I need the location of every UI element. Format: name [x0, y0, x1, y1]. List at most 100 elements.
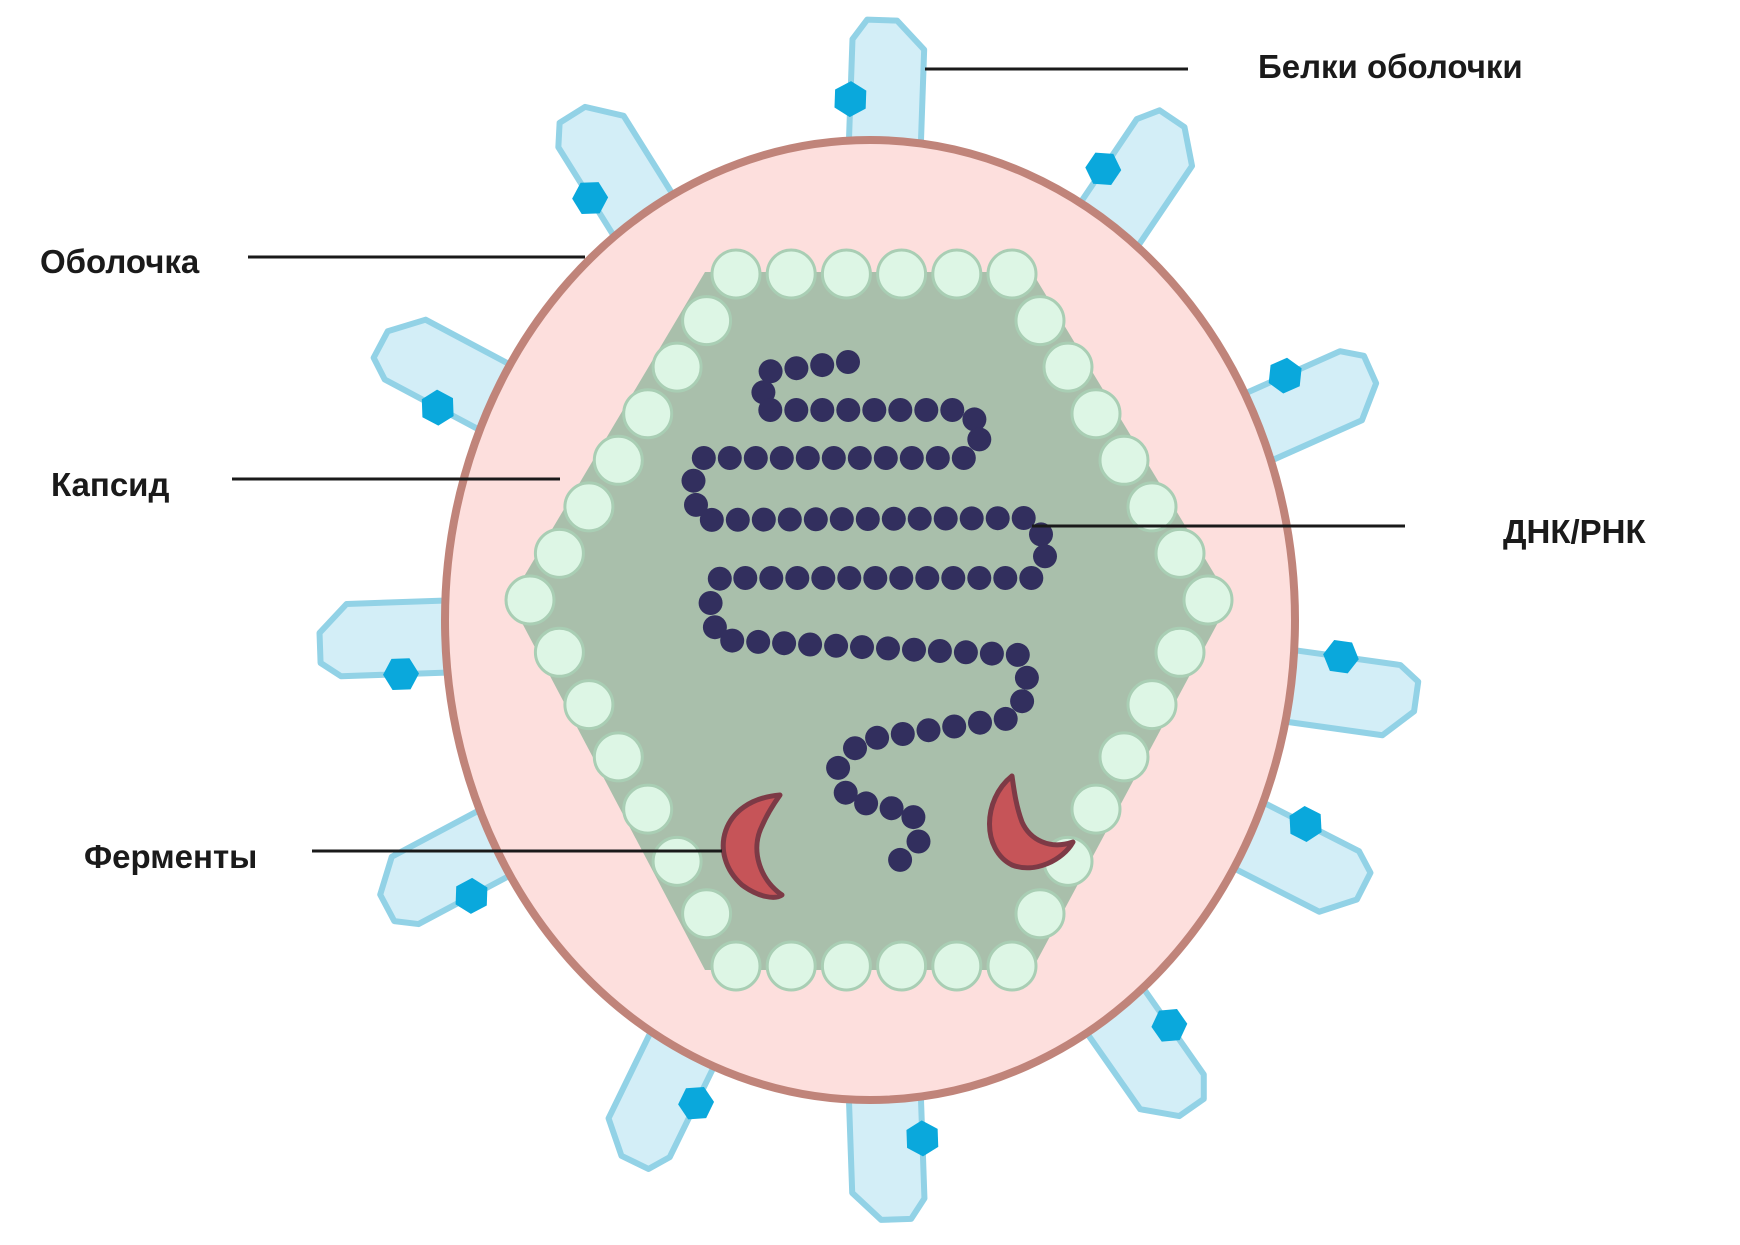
hexagon-icon — [1289, 805, 1322, 842]
capsomer-icon — [876, 248, 928, 300]
capsomer-icon — [1126, 679, 1178, 731]
nucleic-acid-strand — [681, 350, 1057, 872]
nucleic-acid-bead-icon — [798, 632, 823, 657]
nucleic-acid-bead-icon — [959, 506, 984, 531]
nucleic-acid-bead-icon — [811, 566, 836, 590]
nucleic-acid-bead-icon — [993, 706, 1018, 731]
capsomer-icon — [1098, 731, 1150, 783]
nucleic-acid-bead-icon — [906, 829, 931, 854]
nucleic-acid-bead-icon — [901, 805, 926, 830]
nucleic-acid-bead-icon — [1033, 544, 1057, 569]
nucleic-acid-bead-icon — [879, 796, 904, 821]
nucleic-acid-bead-icon — [769, 446, 794, 470]
nucleic-acid-bead-icon — [795, 446, 820, 470]
nucleic-acid-bead-icon — [915, 566, 940, 590]
nucleic-acid-bead-icon — [803, 507, 828, 532]
capsomer-icon — [533, 527, 585, 579]
nucleic-acid-bead-icon — [725, 507, 750, 532]
nucleic-acid-bead-icon — [881, 506, 906, 531]
enzyme-crescent-icon — [720, 792, 785, 900]
hexagon-icon — [455, 877, 488, 914]
nucleic-acid-bead-icon — [854, 791, 879, 816]
nucleic-acid-bead-icon — [902, 637, 926, 662]
nucleic-acid-bead-icon — [962, 407, 987, 432]
nucleic-acid-bead-icon — [940, 398, 965, 422]
enzymes-group — [720, 773, 1076, 900]
nucleic-acid-bead-icon — [1005, 642, 1030, 667]
nucleic-acid-bead-icon — [717, 446, 742, 470]
nucleic-acid-bead-icon — [746, 629, 771, 654]
capsomer-icon — [504, 574, 556, 626]
nucleic-acid-bead-icon — [907, 506, 932, 531]
hexagon-icon — [678, 1086, 715, 1120]
nucleic-acid-bead-icon — [843, 736, 867, 761]
nucleic-acid-bead-icon — [821, 446, 846, 470]
nucleic-acid-bead-icon — [899, 446, 924, 470]
nucleic-acid-bead-icon — [810, 353, 835, 378]
nucleic-acid-bead-icon — [1019, 566, 1044, 590]
capsomer-icon — [563, 679, 615, 731]
capsomer-icon — [931, 248, 983, 300]
capsomer-icon — [1098, 434, 1150, 486]
hexagon-icon — [1323, 639, 1359, 674]
enzyme-crescent-icon — [987, 773, 1076, 871]
nucleic-acid-bead-icon — [824, 633, 849, 658]
nucleic-acid-bead-icon — [985, 506, 1010, 531]
label-capsid: Капсид — [51, 466, 170, 503]
capsomer-icon — [1126, 481, 1178, 533]
capsomer-icon — [986, 940, 1038, 992]
capsid-shell — [510, 272, 1230, 970]
capsomer-icon — [1014, 295, 1066, 347]
hexagon-icon — [1085, 152, 1122, 185]
nucleic-acid-bead-icon — [888, 398, 913, 422]
nucleic-acid-bead-icon — [968, 710, 992, 735]
nucleic-acid-bead-icon — [758, 398, 783, 422]
nucleic-acid-bead-icon — [925, 446, 950, 470]
nucleic-acid-bead-icon — [942, 714, 967, 739]
nucleic-acid-bead-icon — [784, 356, 809, 381]
label-envelope: Оболочка — [40, 243, 200, 280]
nucleic-acid-bead-icon — [863, 566, 888, 590]
capsomer-icon — [1182, 574, 1234, 626]
nucleic-acid-bead-icon — [1029, 522, 1053, 547]
capsomer-icon — [1014, 888, 1066, 940]
nucleic-acid-bead-icon — [865, 725, 890, 750]
capsomer-icon — [931, 940, 983, 992]
nucleic-acid-bead-icon — [784, 398, 809, 422]
capsomer-icon — [765, 248, 817, 300]
hexagon-icon — [383, 658, 419, 691]
label-enzymes: Ферменты — [84, 838, 258, 875]
capsomer-icon — [651, 835, 703, 887]
capsomer-icon — [710, 248, 762, 300]
nucleic-acid-bead-icon — [777, 507, 802, 532]
capsomer-icon — [651, 341, 703, 393]
capsomer-icon — [681, 295, 733, 347]
label-envelope-proteins: Белки оболочки — [1258, 48, 1523, 85]
nucleic-acid-bead-icon — [890, 722, 915, 746]
nucleic-acid-bead-icon — [1010, 689, 1035, 714]
nucleic-acid-bead-icon — [751, 507, 776, 532]
capsomer-icon — [1042, 341, 1094, 393]
nucleic-acid-bead-icon — [681, 468, 706, 493]
hexagon-icon — [834, 81, 867, 118]
nucleic-acid-bead-icon — [993, 566, 1018, 590]
capsomer-ring — [504, 248, 1234, 992]
nucleic-acid-bead-icon — [785, 566, 810, 590]
nucleic-acid-bead-icon — [847, 446, 872, 470]
nucleic-acid-bead-icon — [967, 566, 992, 590]
capsomer-icon — [710, 940, 762, 992]
nucleic-acid-bead-icon — [758, 359, 783, 384]
capsomer-icon — [1070, 783, 1122, 835]
capsomer-icon — [1154, 527, 1206, 579]
nucleic-acid-bead-icon — [876, 636, 900, 661]
capsomer-icon — [1070, 388, 1122, 440]
nucleic-acid-bead-icon — [951, 446, 976, 470]
capsomer-icon — [563, 481, 615, 533]
capsomer-icon — [622, 388, 674, 440]
hexagon-icon — [1268, 357, 1302, 394]
nucleic-acid-bead-icon — [826, 755, 851, 780]
nucleic-acid-bead-icon — [916, 718, 941, 743]
nucleic-acid-bead-icon — [889, 566, 914, 590]
nucleic-acid-bead-icon — [833, 780, 858, 805]
capsomer-icon — [1154, 626, 1206, 678]
